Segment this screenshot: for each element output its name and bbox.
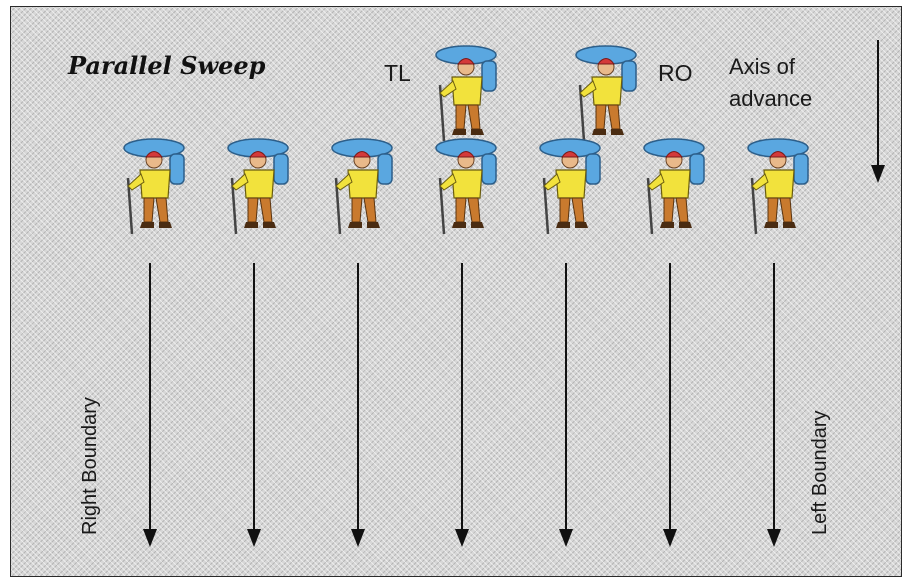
sweep-arrow-5 xyxy=(559,263,573,547)
team-leader-hiker-icon xyxy=(434,44,498,143)
diagram-title: Parallel Sweep xyxy=(68,51,266,80)
left-boundary-label: Left Boundary xyxy=(809,410,831,535)
searcher-hiker-icon-7 xyxy=(746,137,810,236)
sweep-arrow-2 xyxy=(247,263,261,547)
diagram-canvas: Parallel Sweep TL RO Axis of advance Rig… xyxy=(10,6,902,577)
radio-operator-label: RO xyxy=(658,60,693,86)
team-leader-label: TL xyxy=(384,60,411,86)
sweep-arrow-4 xyxy=(455,263,469,547)
axis-of-advance-arrow xyxy=(871,40,885,183)
searcher-hiker-icon-1 xyxy=(122,137,186,236)
sweep-arrows xyxy=(143,40,885,547)
sweep-arrow-7 xyxy=(767,263,781,547)
sweep-arrow-1 xyxy=(143,263,157,547)
searcher-hiker-icon-3 xyxy=(330,137,394,236)
searcher-hiker-icon-6 xyxy=(642,137,706,236)
radio-operator-hiker-icon xyxy=(574,44,638,143)
axis-of-advance-label: Axis of advance xyxy=(729,54,813,111)
sweep-arrow-3 xyxy=(351,263,365,547)
searcher-hiker-icon-4 xyxy=(434,137,498,236)
diagram-graphics xyxy=(122,40,885,547)
searcher-hiker-icon-5 xyxy=(538,137,602,236)
searcher-hiker-icon-2 xyxy=(226,137,290,236)
right-boundary-label: Right Boundary xyxy=(79,397,101,535)
sweep-arrow-6 xyxy=(663,263,677,547)
